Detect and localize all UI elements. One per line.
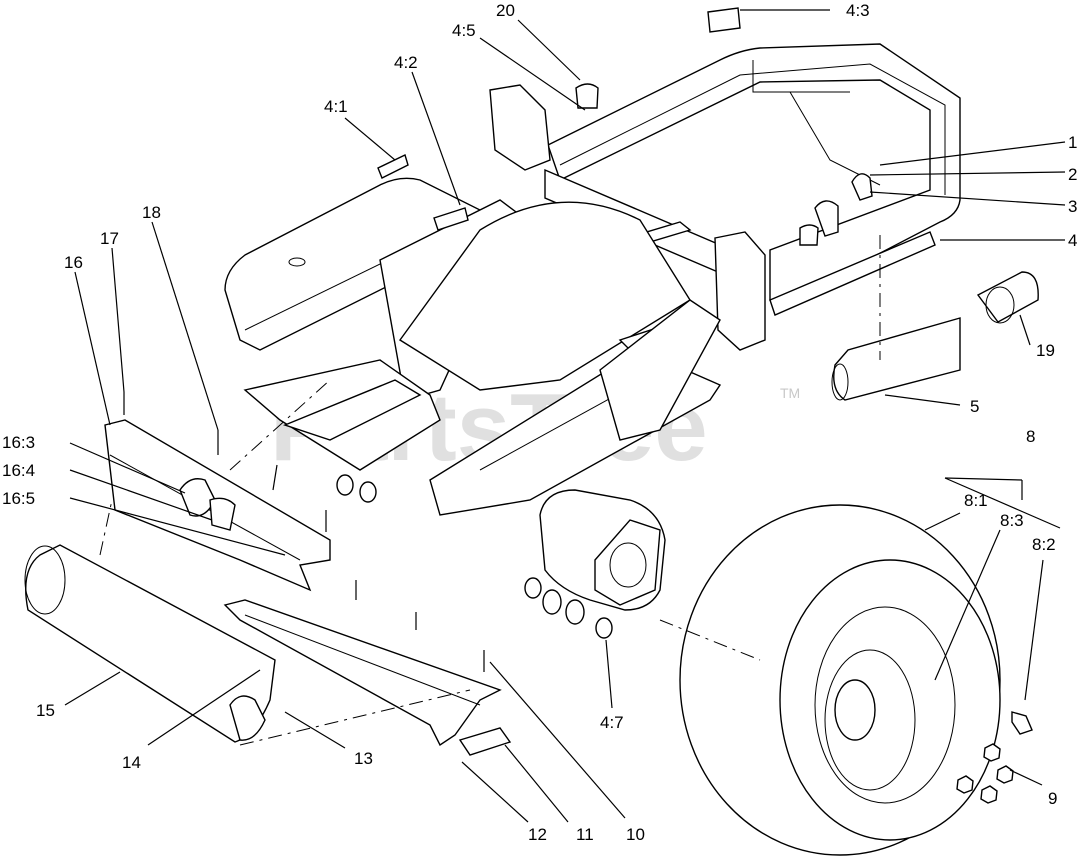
- callout-8-3: 8:3: [1000, 511, 1024, 530]
- callout-5: 5: [970, 397, 979, 416]
- watermark-trademark: TM: [780, 385, 800, 401]
- callout-4-7: 4:7: [600, 713, 624, 732]
- callout-13: 13: [354, 749, 373, 768]
- callout-1: 1: [1068, 133, 1077, 152]
- front-bar: [223, 599, 512, 756]
- callout-17: 17: [100, 229, 119, 248]
- callout-19: 19: [1036, 341, 1055, 360]
- callout-4-2: 4:2: [394, 53, 418, 72]
- callout-2: 2: [1068, 165, 1077, 184]
- callout-8-2: 8:2: [1032, 535, 1056, 554]
- callout-16: 16: [64, 253, 83, 272]
- callout-20: 20: [496, 1, 515, 20]
- callout-4: 4: [1068, 231, 1077, 250]
- callout-18: 18: [142, 203, 161, 222]
- callout-15: 15: [36, 701, 55, 720]
- front-shield: [104, 419, 331, 592]
- callout-12: 12: [528, 825, 547, 844]
- callout-11: 11: [576, 825, 594, 844]
- main-frame: [224, 43, 961, 611]
- callout-16-5: 16:5: [2, 489, 35, 508]
- callout-4-1: 4:1: [324, 97, 348, 116]
- callout-8: 8: [1026, 427, 1035, 446]
- callout-16-3: 16:3: [2, 433, 35, 452]
- callout-14: 14: [122, 753, 141, 772]
- callout-labels: 20 4:3 4:5 4:2 4:1 1 2 3 4 19 5 18 17 16…: [2, 1, 1077, 844]
- callout-8-1: 8:1: [964, 491, 988, 510]
- wheel-assembly: [679, 504, 1001, 856]
- leader-lines: [64, 9, 1066, 823]
- callout-9: 9: [1048, 789, 1057, 808]
- callout-4-3: 4:3: [846, 1, 870, 20]
- misc-parts: [99, 7, 1039, 804]
- callout-10: 10: [626, 825, 645, 844]
- front-roller: [24, 544, 276, 743]
- callout-16-4: 16:4: [2, 461, 35, 480]
- callout-3: 3: [1068, 197, 1077, 216]
- callout-4-5: 4:5: [452, 21, 476, 40]
